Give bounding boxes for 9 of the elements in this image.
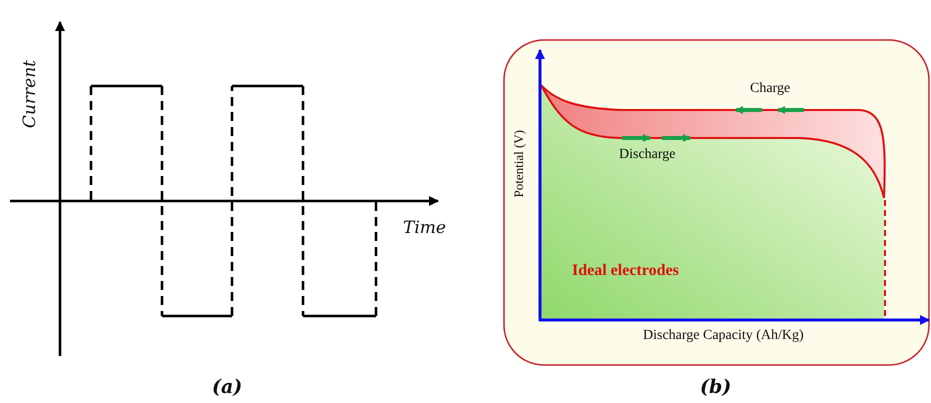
axis-label: Potential (V)	[512, 130, 525, 198]
panel-label: (a)	[212, 378, 242, 397]
axis-label: Current	[22, 60, 39, 128]
curve-label: Discharge	[619, 148, 676, 162]
curve-label: Charge	[750, 82, 790, 96]
axis-label: Discharge Capacity (Ah/Kg)	[643, 329, 804, 343]
chart-annotation: Ideal electrodes	[572, 263, 679, 279]
panel-label: (b)	[700, 378, 732, 397]
axis-label: Time	[403, 220, 446, 237]
